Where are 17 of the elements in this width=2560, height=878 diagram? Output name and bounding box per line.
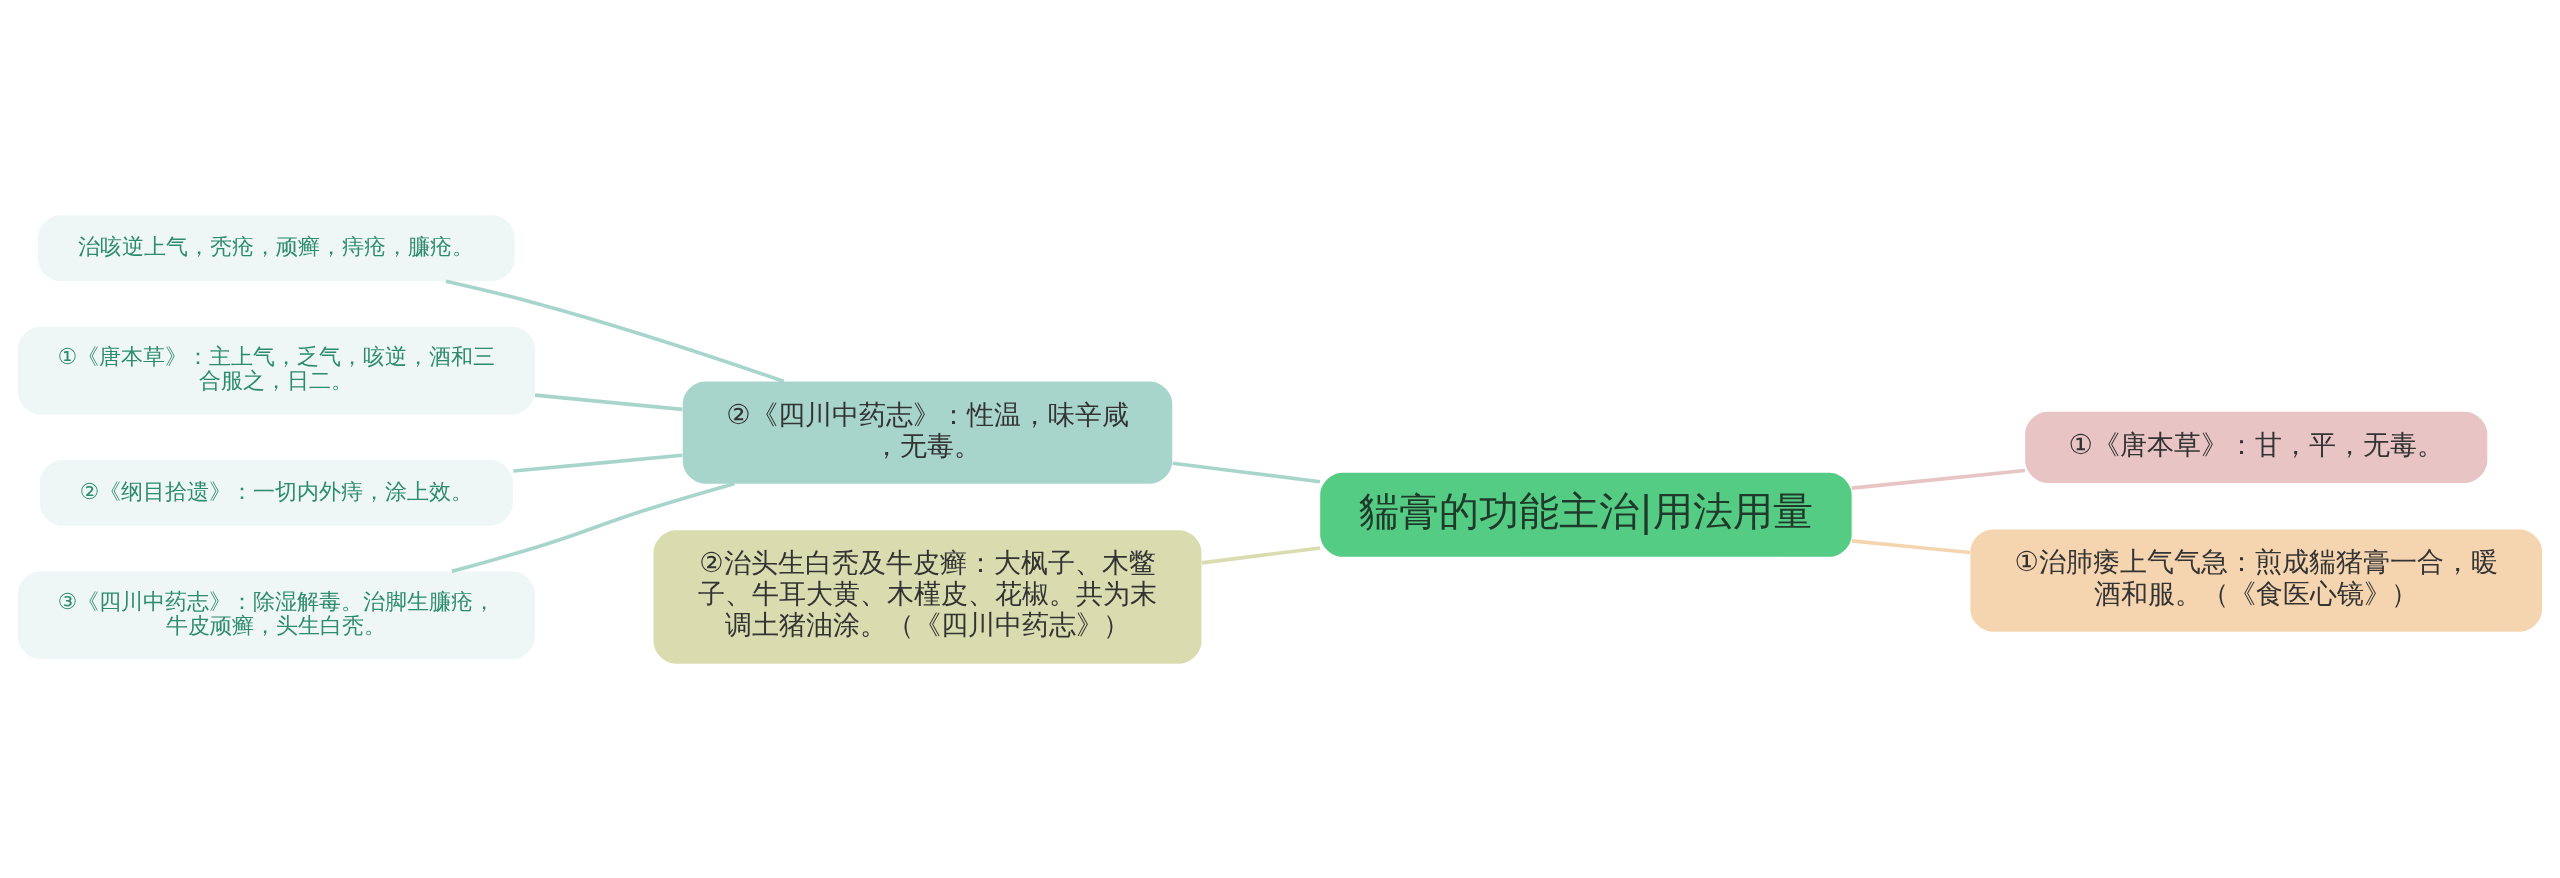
connector: [1172, 460, 1321, 483]
connector: [1851, 468, 2026, 490]
node-box: ①治肺痿上气气急：煎成貒猪膏一合，暖酒和服。（《食医心镜》）: [1970, 528, 2543, 632]
node-box: ③《四川中药志》：除湿解毒。治脚生臁疮，牛皮顽癣，头生白秃。: [17, 570, 535, 659]
node-box: ①《唐本草》：甘，平，无毒。: [2025, 411, 2488, 483]
connector: [1201, 545, 1321, 565]
node-box: ②治头生白秃及牛皮癣：大枫子、木鳖子、牛耳大黄、木槿皮、花椒。共为末调土猪油涂。（《四川中药志》）: [653, 529, 1202, 664]
connector: [445, 278, 785, 383]
node-box: ②《纲目拾遗》：一切内外痔，涂上效。: [39, 459, 513, 526]
node-box: ②《四川中药志》：性温，味辛咸，无毒。: [682, 381, 1173, 484]
connector: [534, 392, 683, 411]
node-box: 貒膏的功能主治|用法用量: [1320, 472, 1852, 557]
connector: [1851, 538, 1971, 554]
connector: [451, 481, 735, 573]
node-box: 治咳逆上气，秃疮，顽癣，痔疮，臁疮。: [38, 214, 515, 281]
node-box: ①《唐本草》：主上气，乏气，咳逆，酒和三合服之，日二。: [17, 326, 535, 414]
connector: [513, 453, 683, 473]
